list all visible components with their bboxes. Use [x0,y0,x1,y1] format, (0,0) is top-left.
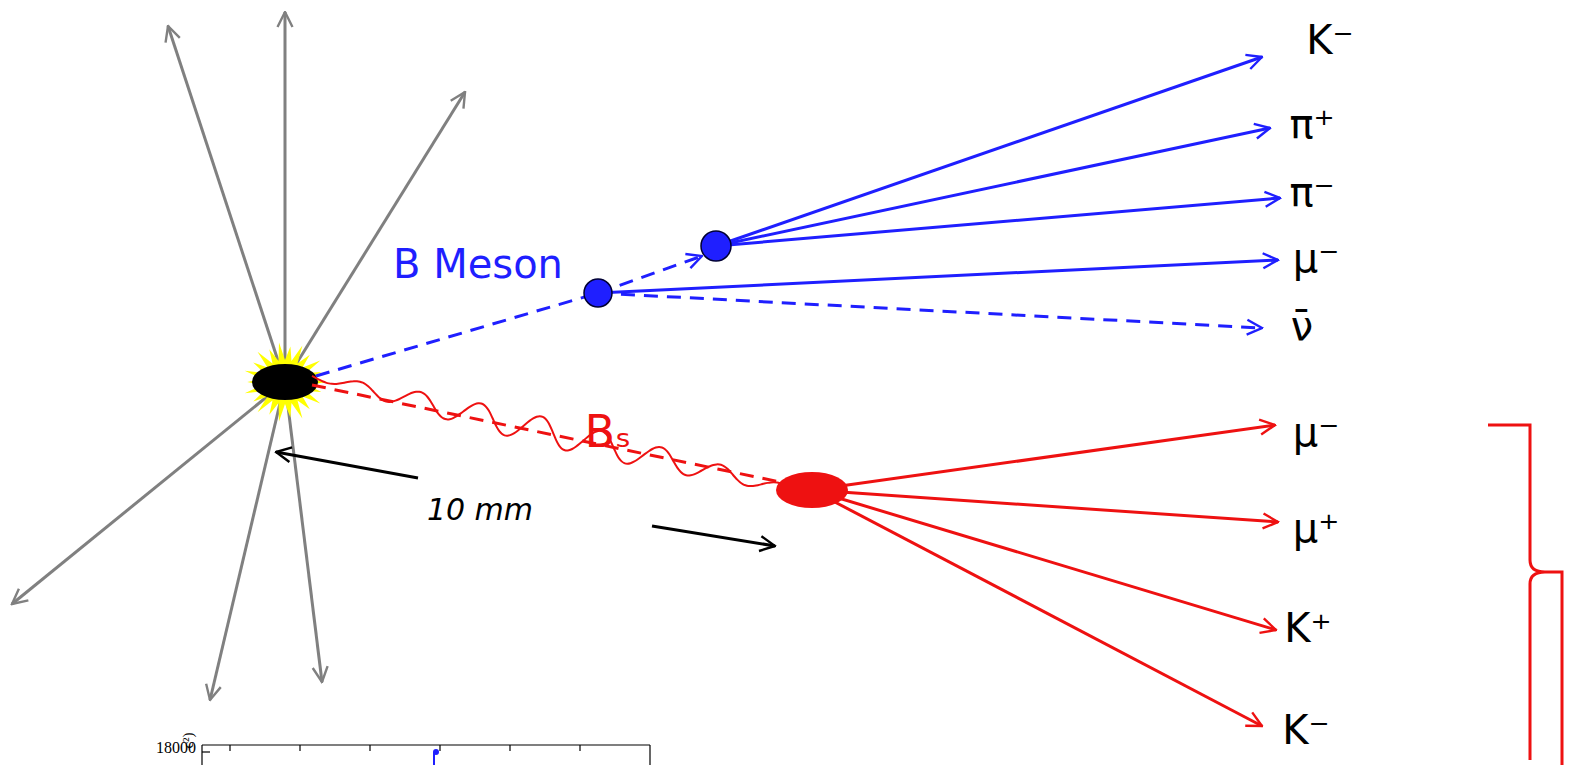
particle-label: K⁻ [1306,20,1353,60]
distance-label: 10 mm [427,495,533,525]
plot-point [433,749,439,755]
collision-flash [245,342,327,421]
b-meson-tracks [316,57,1280,376]
particle-label: π⁻ [1289,172,1334,212]
b-meson-label: B Meson [393,244,563,284]
axis-title-fragment: c²) [181,732,196,748]
particle-label: π⁺ [1289,104,1334,144]
background-tracks [12,12,465,700]
decay-vertex [584,279,612,307]
particle-label: K⁻ [1282,710,1329,750]
particle-label: μ⁻ [1293,412,1340,452]
interaction-point [252,364,318,400]
particle-label: ν̄ [1291,306,1313,346]
distance-arrows [276,452,775,546]
particle-label: K⁺ [1284,608,1331,648]
decay-vertex [701,231,731,261]
particle-label: μ⁻ [1293,238,1340,278]
plot-fragment [202,745,650,765]
bs-tracks [312,376,1562,765]
particle-label: μ⁺ [1293,508,1340,548]
bs-decay-vertex [776,472,848,508]
bs-label: Bₛ [585,410,632,454]
